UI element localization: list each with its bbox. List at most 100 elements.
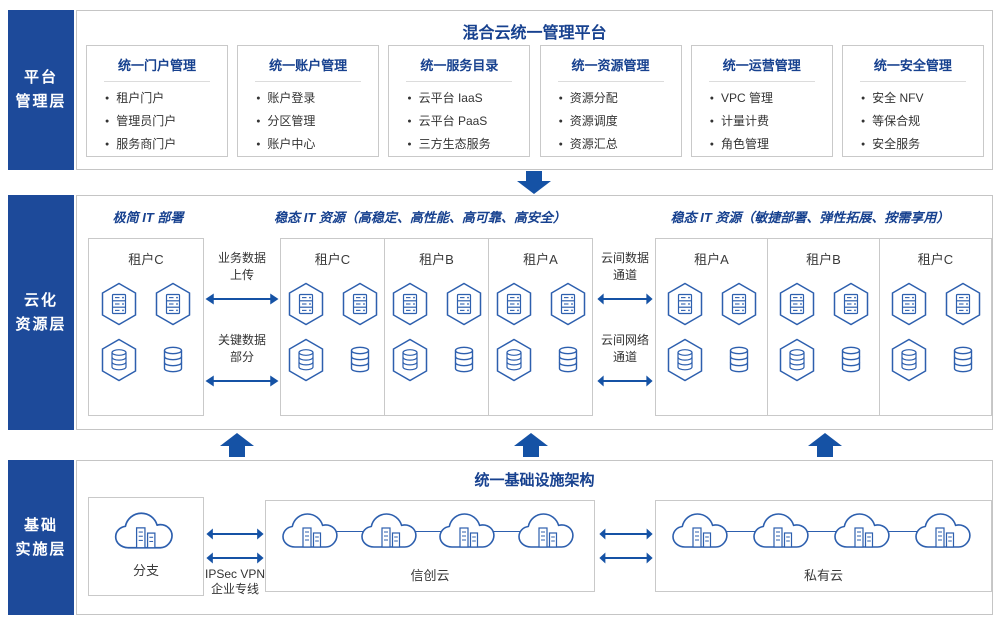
down-arrow [517,171,551,194]
bidirectional-arrow [599,552,653,564]
arrow-stem [523,446,539,457]
up-arrow [514,433,548,457]
platform-module-items: VPC 管理 计量计费 角色管理 [692,87,832,156]
tenant-icons [880,282,991,382]
tenant-box-right-b: 租户B [767,238,880,416]
server-hexagon-icon [444,282,484,326]
tenant-label: 租户C [128,252,164,267]
module-item: 三方生态服务 [407,133,529,156]
tenant-label: 租户A [694,252,729,267]
database-icon [831,338,871,382]
bidirectional-arrow [599,528,653,540]
bidirectional-arrow [205,293,279,305]
tenant-icons [656,282,767,382]
tenant-label: 租户A [523,252,558,267]
tenant-box-middle-b: 租户B [384,238,489,416]
module-item: 管理员门户 [105,110,227,133]
flow-label-intercloud-data-channel: 云间数据 通道 [597,250,653,284]
arrow-stem [526,171,542,181]
database-hexagon-icon [889,338,929,382]
tenant-box-edge: 租户C [88,238,204,416]
module-item: 账户中心 [256,133,378,156]
module-item: 安全服务 [861,133,983,156]
platform-modules-row: 统一门户管理 租户门户 管理员门户 服务商门户 统一账户管理 账户登录 分区管理… [86,45,984,157]
module-item: 等保合规 [861,110,983,133]
server-hexagon-icon [777,282,817,326]
arrow-head [808,433,842,446]
tenant-box-right-c: 租户C [879,238,992,416]
flow-label-line: 部分 [229,350,254,364]
arrow-head [517,181,551,194]
server-hexagon-icon [943,282,983,326]
divider [557,81,664,82]
module-item: 资源分配 [559,87,681,110]
database-hexagon-icon [665,338,705,382]
cloud-datacenter-icon [516,509,580,553]
server-hexagon-icon [340,282,380,326]
module-item: VPC 管理 [710,87,832,110]
header-minimal-it-deployment: 极简 IT 部署 [112,210,184,225]
cloud-datacenter-icon [913,509,977,553]
server-hexagon-icon [153,282,193,326]
database-icon [340,338,380,382]
platform-module-title: 统一资源管理 [571,58,650,73]
layer-label-line: 资源层 [15,315,67,333]
flow-label-line: 通道 [612,350,637,364]
platform-module-items: 资源分配 资源调度 资源汇总 [541,87,681,156]
layer-label-line: 实施层 [15,540,67,558]
database-hexagon-icon [99,338,139,382]
layer-label-cloud-resource: 云化 资源层 [8,195,74,430]
divider [406,81,513,82]
tenant-icons [281,282,384,382]
platform-module-operations: 统一运营管理 VPC 管理 计量计费 角色管理 [690,45,833,157]
database-hexagon-icon [777,338,817,382]
platform-module-portal: 统一门户管理 租户门户 管理员门户 服务商门户 [86,45,228,157]
platform-module-resource: 统一资源管理 资源分配 资源调度 资源汇总 [539,45,682,157]
cloud-datacenter-icon [359,509,423,553]
vpn-label-line: IPSec VPN [204,567,266,581]
platform-title: 混合云统一管理平台 [462,25,607,42]
tenant-icons [489,282,592,382]
tenant-box-middle-a: 租户A [488,238,593,416]
cloud-datacenter-icon [280,509,344,553]
database-hexagon-icon [390,338,430,382]
tenant-box-right-a: 租户A [655,238,768,416]
divider [708,81,815,82]
layer-label-line: 平台 [23,69,58,86]
tenant-label: 租户B [806,252,841,267]
tenant-label: 租户C [917,252,954,267]
tenant-box-middle-c: 租户C [280,238,385,416]
module-item: 资源汇总 [559,133,681,156]
flow-label-line: 上传 [229,268,254,282]
module-item: 安全 NFV [861,87,983,110]
platform-module-title: 统一门户管理 [117,58,196,73]
layer-label-infrastructure: 基础 实施层 [8,460,74,615]
xinchuang-cloud-box: 信创云 [265,500,595,592]
divider [255,81,362,82]
cloud-cluster [266,509,594,553]
database-icon [943,338,983,382]
cloud-cluster [656,509,991,553]
database-icon [719,338,759,382]
server-hexagon-icon [494,282,534,326]
cloud-box-label: 信创云 [410,568,450,583]
module-item: 角色管理 [710,133,832,156]
layer-label-platform: 平台 管理层 [8,10,74,170]
bidirectional-arrow [206,528,264,540]
server-hexagon-icon [99,282,139,326]
tenant-icons [768,282,879,382]
platform-module-items: 租户门户 管理员门户 服务商门户 [87,87,227,156]
database-icon [548,338,588,382]
arrow-stem [817,446,833,457]
private-cloud-box: 私有云 [655,500,992,592]
platform-module-account: 统一账户管理 账户登录 分区管理 账户中心 [237,45,380,157]
header-agile-it-resources: 稳态 IT 资源（敏捷部署、弹性拓展、按需享用） [670,210,950,225]
vpn-link-label: IPSec VPN 企业专线 [198,567,272,597]
layer-label-line: 基础 [23,516,58,534]
server-hexagon-icon [719,282,759,326]
server-hexagon-icon [548,282,588,326]
platform-module-security: 统一安全管理 安全 NFV 等保合规 安全服务 [841,45,984,157]
cloud-datacenter-icon [670,509,734,553]
flow-label-line: 云间网络 [600,333,649,347]
module-item: 计量计费 [710,110,832,133]
